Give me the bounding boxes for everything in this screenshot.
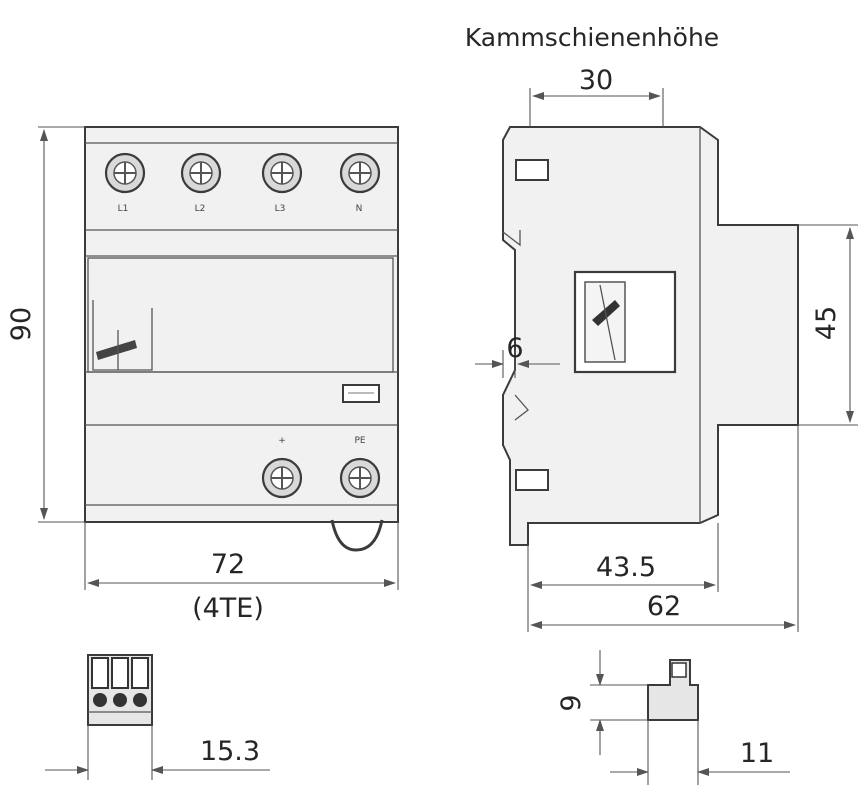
terminal-label-pe: PE: [354, 436, 365, 446]
dim-label-90: 90: [6, 307, 37, 341]
dim-depth-43-5: 43.5: [527, 523, 719, 632]
dim-label-6: 6: [506, 333, 523, 364]
terminal-label-l2: L2: [195, 204, 206, 214]
front-view: L1 L2 L3 N + PE: [84, 126, 399, 552]
terminal-pe: [339, 457, 381, 499]
din-clip: [330, 519, 384, 552]
terminal-l3: [261, 152, 303, 194]
terminal-label-n: N: [356, 204, 363, 214]
dim-height-90: 90: [6, 126, 85, 523]
terminal-plus: [261, 457, 303, 499]
side-view: [502, 126, 799, 546]
terminal-label-plus: +: [278, 436, 286, 446]
terminal-l2: [180, 152, 222, 194]
terminal-l1: [104, 152, 146, 194]
dim-top-30: 30: [529, 65, 664, 127]
connector-detail: 9 11: [556, 650, 790, 785]
dim-label-72: 72: [211, 549, 245, 580]
dim-rail-45: 45: [798, 224, 858, 426]
dim-label-15-3: 15.3: [200, 736, 260, 767]
terminal-label-l3: L3: [275, 204, 286, 214]
dim-label-4te: (4TE): [192, 593, 264, 624]
status-indicator-window: [92, 300, 153, 371]
dim-label-30: 30: [579, 65, 613, 96]
dim-label-45: 45: [811, 306, 842, 340]
side-module: [573, 270, 677, 374]
dim-notch-6: 6: [475, 333, 560, 378]
dim-width-72: 72 (4TE): [84, 522, 399, 624]
dim-label-62: 62: [647, 591, 681, 622]
terminal-label-l1: L1: [118, 204, 129, 214]
title: Kammschienenhöhe: [465, 23, 719, 52]
dim-label-43-5: 43.5: [596, 552, 656, 583]
terminal-n: [339, 152, 381, 194]
comb-busbar-detail: 15.3: [45, 654, 270, 780]
dim-label-11: 11: [740, 738, 774, 769]
dim-label-9: 9: [556, 694, 587, 711]
dim-depth-62: 62: [530, 425, 799, 632]
